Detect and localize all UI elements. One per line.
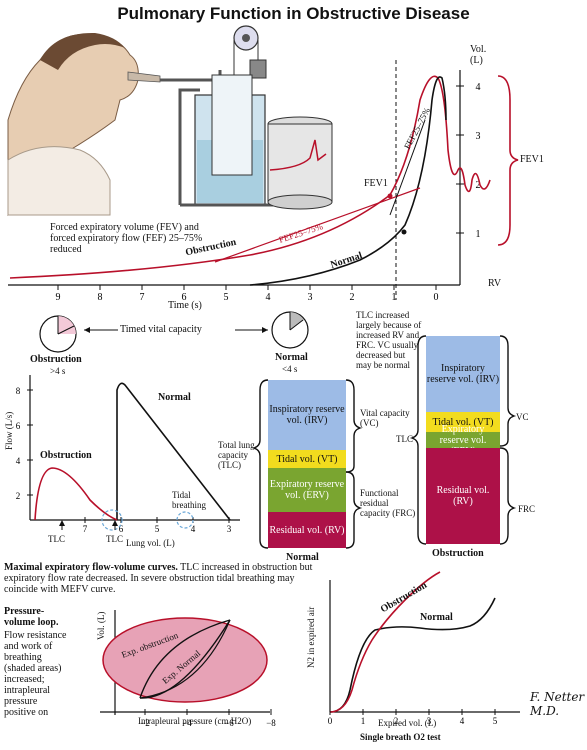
- o2-x-tick-label: 5: [493, 716, 498, 726]
- obstruction-fev-curve: [9, 75, 491, 279]
- time-tick-label: 9: [56, 292, 61, 303]
- patient-illustration: [7, 32, 161, 217]
- flow-normal-label: Normal: [158, 392, 191, 403]
- timed-vc-normal-clock: [271, 311, 309, 349]
- frc-label: Functional residual capacity (FRC): [360, 488, 416, 518]
- normal-flow-curve: [116, 382, 231, 521]
- flow-x-tick-label: 3: [227, 524, 232, 534]
- pv-x-tick-label: −6: [224, 718, 234, 728]
- mefv-caption-title: Maximal expiratory flow-volume curves.: [4, 562, 178, 573]
- pv-x-tick-label: −8: [266, 718, 276, 728]
- fev-graph: 4 3 2 1 9 8 7 6 5 4 3 2 1 0: [8, 60, 519, 303]
- page-title: Pulmonary Function in Obstructive Diseas…: [117, 4, 470, 23]
- fev1-label: FEV1: [364, 178, 388, 189]
- obs-vc-label: VC: [516, 412, 529, 422]
- o2-x-tick-label: 2: [394, 716, 399, 726]
- vol-tick-label: 2: [476, 180, 481, 191]
- tlc-label-2: TLC: [106, 534, 123, 544]
- o2-x-tick-label: 3: [427, 716, 432, 726]
- flow-x-tick-label: 6: [119, 524, 124, 534]
- obs-erv-box: Expiratory reserve vol. (ERV): [426, 424, 500, 457]
- o2-normal-label: Normal: [420, 612, 453, 623]
- time-tick-label: 7: [140, 292, 145, 303]
- mefv-caption-body: TLC increased in obstruction but expirat…: [4, 562, 313, 595]
- timed-normal-label: Normal: [275, 352, 308, 363]
- fev-note: Forced expiratory volume (FEV) and force…: [50, 222, 203, 255]
- time-tick-label: 0: [434, 292, 439, 303]
- time-tick-label: 5: [224, 292, 229, 303]
- o2-x-tick-label: 1: [361, 716, 366, 726]
- time-tick-label: 2: [350, 292, 355, 303]
- o2-x-tick-label: 4: [460, 716, 465, 726]
- flow-obstruction-label: Obstruction: [40, 450, 92, 461]
- vol-tick-label: 3: [476, 131, 481, 142]
- tidal-breathing-label: Tidal breathing: [172, 490, 206, 510]
- tlc-note: TLC increased largely because of increas…: [356, 310, 422, 370]
- flow-y-tick-label: 6: [16, 421, 21, 431]
- rv-label: RV: [488, 278, 502, 289]
- o2-title: Single breath O2 test: [360, 732, 441, 742]
- pv-y-label: Vol. (L): [96, 611, 106, 640]
- timed-obstruction-label: Obstruction: [30, 354, 82, 365]
- total-lung-capacity-label: Total lung capacity (TLC): [218, 440, 255, 470]
- vol-tick-label: 4: [476, 82, 481, 93]
- normal-vt-box: Tidal vol. (VT): [268, 450, 346, 468]
- o2-x-label: Expired vol. (L): [378, 718, 437, 728]
- obs-bar-label: Obstruction: [432, 548, 484, 559]
- obstruction-o2-curve: [329, 571, 441, 713]
- vc-label: Vital capacity (VC): [360, 408, 410, 428]
- flow-volume-graph: 8 6 4 2 7 6 5 4 3: [16, 375, 240, 534]
- spirometer: [160, 25, 333, 210]
- obs-rv-box: Residual vol. (RV): [426, 448, 500, 544]
- pressure-volume-loop: −2 −4 −6 −8: [100, 610, 276, 728]
- timed-normal-time: <4 s: [282, 364, 298, 374]
- flow-y-tick-label: 2: [16, 491, 21, 501]
- flow-x-label: Lung vol. (L): [126, 538, 175, 548]
- vol-axis-label: Vol. (L): [470, 44, 487, 66]
- normal-fev-curve: [249, 76, 447, 286]
- pv-desc: Flow resistance and work of breathing (s…: [4, 630, 67, 718]
- flow-x-tick-label: 5: [155, 524, 160, 534]
- timed-vc-label: Timed vital capacity: [120, 324, 202, 335]
- timed-vc-obstruction-clock: [39, 315, 77, 353]
- obstruction-flow-curve: [34, 467, 118, 521]
- normal-o2-curve: [329, 597, 496, 713]
- signature: F. Netter M.D.: [530, 690, 585, 718]
- o2-test-graph: 0 1 2 3 4 5: [328, 571, 520, 726]
- pv-x-tick-label: −4: [182, 718, 192, 728]
- normal-bar-label: Normal: [286, 552, 319, 563]
- tlc-label-1: TLC: [48, 534, 65, 544]
- pv-x-tick-label: −2: [140, 718, 150, 728]
- time-tick-label: 6: [182, 292, 187, 303]
- flow-y-label: Flow (L/s): [4, 411, 14, 450]
- obs-frc-label: FRC: [518, 504, 536, 514]
- flow-x-tick-label: 7: [83, 524, 88, 534]
- obs-tlc-label: TLC: [396, 434, 413, 444]
- obs-irv-box: Inspiratory reserve vol. (IRV): [426, 336, 500, 412]
- fev1-right-label: FEV1: [520, 154, 544, 165]
- flow-y-tick-label: 8: [16, 386, 21, 396]
- time-tick-label: 3: [308, 292, 313, 303]
- mefv-caption: Maximal expiratory flow-volume curves. T…: [4, 562, 322, 595]
- timed-obstruction-time: >4 s: [50, 366, 66, 376]
- flow-y-tick-label: 4: [16, 456, 21, 466]
- normal-erv-box: Expiratory reserve vol. (ERV): [268, 468, 346, 512]
- pv-x-label: Intrapleural pressure (cm H2O): [138, 716, 252, 726]
- time-tick-label: 1: [392, 292, 397, 303]
- pv-title: Pressure-volume loop.: [4, 606, 59, 628]
- o2-y-label: N2 in expired air: [306, 606, 316, 668]
- o2-x-tick-label: 0: [328, 716, 333, 726]
- normal-rv-box: Residual vol. (RV): [268, 512, 346, 548]
- vol-tick-label: 1: [476, 229, 481, 240]
- normal-irv-box: Inspiratory reserve vol. (IRV): [268, 380, 346, 450]
- flow-x-tick-label: 4: [191, 524, 196, 534]
- time-tick-label: 4: [266, 292, 271, 303]
- time-axis-label: Time (s): [168, 300, 202, 311]
- obs-vt-box: Tidal vol. (VT): [426, 412, 500, 432]
- time-tick-label: 8: [98, 292, 103, 303]
